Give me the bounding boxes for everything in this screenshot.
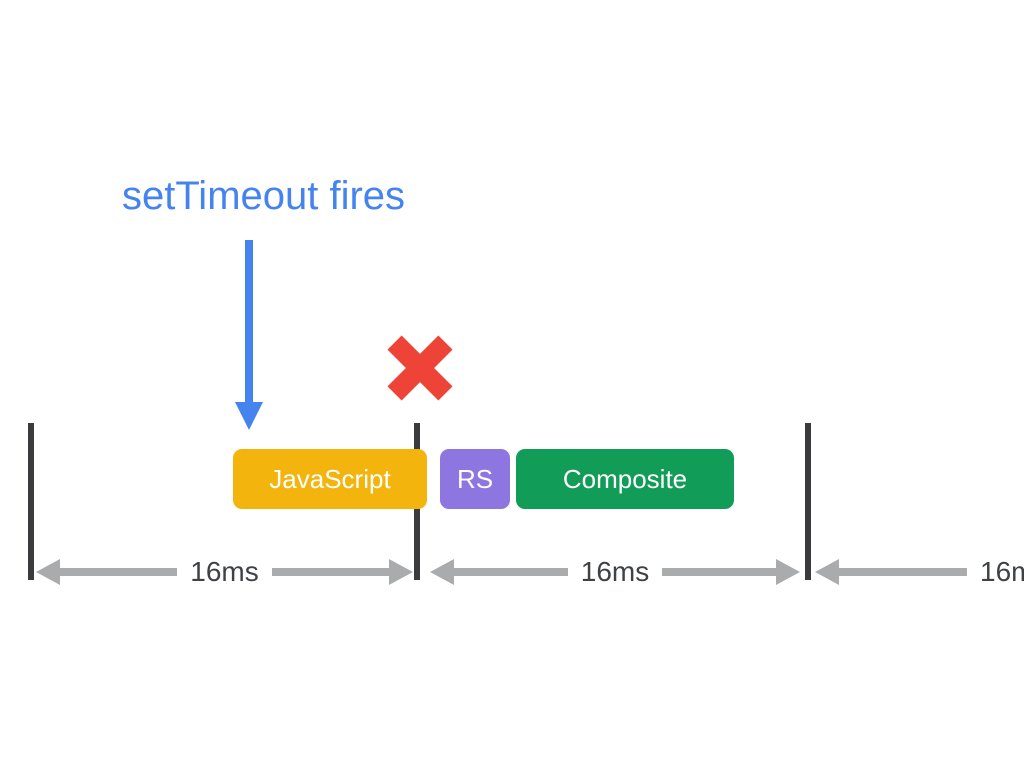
down-arrow-shaft <box>245 240 253 404</box>
frame-boundary-line-3 <box>805 423 811 580</box>
rs-task-box: RS <box>440 449 510 509</box>
down-arrow-head <box>235 402 263 430</box>
frame-boundary-line-1 <box>28 423 34 580</box>
down-arrow-icon <box>235 240 263 430</box>
composite-task-label: Composite <box>562 463 688 494</box>
arrow-left-icon <box>815 559 839 585</box>
measure-label-3: 16ms <box>980 556 1024 587</box>
composite-task-box: Composite <box>516 449 734 509</box>
measure-label-2: 16ms <box>580 556 650 587</box>
rs-task-label: RS <box>456 463 494 494</box>
measure-arrow-frame-2: 16ms <box>430 556 800 587</box>
arrow-left-icon <box>36 559 60 585</box>
arrow-left-icon <box>430 559 454 585</box>
arrow-right-icon <box>776 559 800 585</box>
arrow-right-icon <box>389 559 413 585</box>
settimeout-fires-label: setTimeout fires <box>122 174 406 218</box>
javascript-task-label: JavaScript <box>269 463 391 494</box>
measure-label-1: 16ms <box>190 556 259 587</box>
measure-arrow-frame-1: 16ms <box>36 556 413 587</box>
x-icon <box>387 335 453 401</box>
javascript-task-box: JavaScript <box>233 449 427 509</box>
measure-arrow-frame-3-clipped: 16ms <box>815 556 1024 587</box>
